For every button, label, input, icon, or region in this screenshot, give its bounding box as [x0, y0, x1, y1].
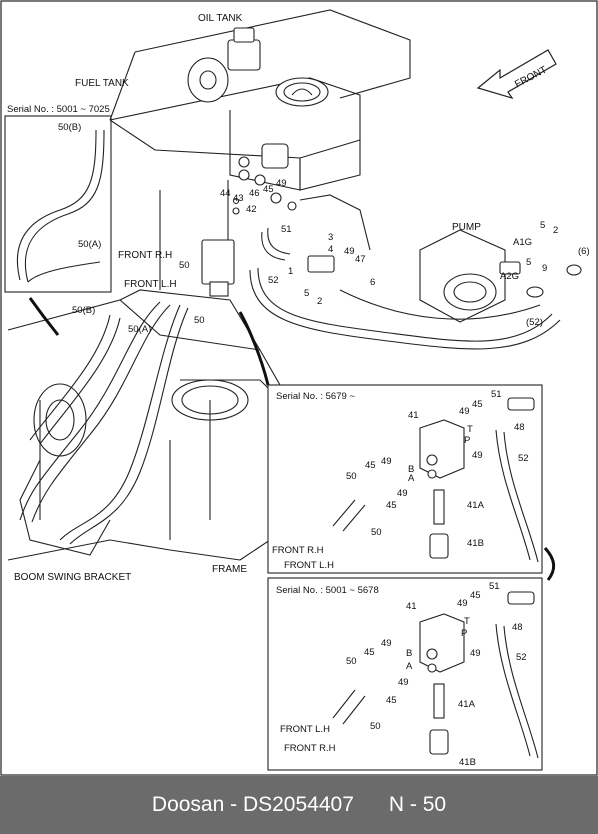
footer-gap — [354, 793, 389, 817]
callout-5-pump: 5 — [540, 220, 545, 231]
callout-2-pump: 2 — [553, 225, 558, 236]
inset-mid-50: 50 — [346, 471, 357, 482]
inset-bottom-48: 48 — [512, 622, 523, 633]
oil-tank-label: OIL TANK — [198, 13, 243, 24]
callout-6: 6 — [370, 277, 375, 288]
inset-mid-50-b: 50 — [371, 527, 382, 538]
callout-51: 51 — [281, 224, 292, 235]
inset-mid-41b: 41B — [467, 538, 484, 549]
callout-49-a: 49 — [276, 178, 287, 189]
callout-50a-inset: 50(A) — [78, 239, 101, 250]
callout-5: 5 — [304, 288, 309, 299]
callout-a1g: A1G — [513, 237, 532, 248]
inset-mid-49-c: 49 — [381, 456, 392, 467]
inset-bottom-50: 50 — [346, 656, 357, 667]
inset-mid-41a: 41A — [467, 500, 485, 511]
main-callouts: 50(B) 50(A) 44 43 42 46 45 49 51 3 4 1 4… — [72, 178, 590, 335]
upper-structure-outline — [7, 9, 411, 561]
inset-bottom-a: A — [406, 661, 413, 672]
callout-50a: 50(A) — [128, 324, 151, 335]
inset-bottom-50-b: 50 — [370, 721, 381, 732]
inset-bottom-front-rh: FRONT R.H — [284, 743, 336, 754]
inset-bottom-52: 52 — [516, 652, 527, 663]
callout-6-pump: (6) — [578, 246, 590, 257]
hoses — [16, 129, 561, 545]
boom-swing-bracket-label: BOOM SWING BRACKET — [14, 572, 131, 583]
inset-serial-5001-5678: Serial No. : 5001 ~ 5678 41 49 45 51 T P… — [267, 577, 543, 771]
inset-bottom-45-b: 45 — [364, 647, 375, 658]
inset-bottom-45: 45 — [470, 590, 481, 601]
inset-top-left-serial: Serial No. : 5001 ~ 7025 — [7, 104, 110, 115]
front-rh-label: FRONT R.H — [118, 250, 172, 261]
callout-49-b: 49 — [344, 246, 355, 257]
hydraulic-piping-diagram: FRONT Serial No. : 5001 ~ 7025 50(B) 50(… — [0, 0, 598, 776]
footer-bar: Doosan - DS2054407 N - 50 — [0, 776, 598, 834]
pointer-arrows — [28, 297, 556, 581]
inset-mid-49: 49 — [459, 406, 470, 417]
callout-1: 1 — [288, 266, 293, 277]
callout-5-pump-b: 5 — [526, 257, 531, 268]
callout-45: 45 — [263, 184, 274, 195]
inset-serial-5001-7025: Serial No. : 5001 ~ 7025 50(B) 50(A) — [4, 104, 112, 293]
callout-50-a: 50 — [179, 260, 190, 271]
front-lh-label: FRONT L.H — [124, 279, 177, 290]
inset-bottom-41b: 41B — [459, 757, 476, 768]
fuel-tank-label: FUEL TANK — [75, 78, 129, 89]
callout-52: 52 — [268, 275, 279, 286]
inset-mid-49-b: 49 — [472, 450, 483, 461]
inset-mid-front-lh: FRONT L.H — [284, 560, 334, 571]
inset-bottom-front-lh: FRONT L.H — [280, 724, 330, 735]
inset-mid-49-d: 49 — [397, 488, 408, 499]
inset-mid-45: 45 — [472, 399, 483, 410]
inset-mid-51: 51 — [491, 389, 502, 400]
callout-46: 46 — [249, 188, 260, 199]
front-arrow-icon: FRONT — [476, 49, 557, 100]
inset-bottom-51: 51 — [489, 581, 500, 592]
pump-label: PUMP — [452, 222, 481, 233]
inset-mid-front-rh: FRONT R.H — [272, 545, 324, 556]
oil-tank-filler — [187, 27, 329, 107]
inset-bottom-49-d: 49 — [398, 677, 409, 688]
callout-52-pump: (52) — [526, 317, 543, 328]
callout-50b: 50(B) — [72, 305, 95, 316]
callout-44: 44 — [220, 188, 231, 199]
callout-2: 2 — [317, 296, 322, 307]
inset-mid-t: T — [467, 424, 473, 435]
callout-50b-inset: 50(B) — [58, 122, 81, 133]
inset-serial-5679: Serial No. : 5679 ~ 41 49 45 51 T P 48 4… — [267, 384, 543, 574]
inset-bottom-41: 41 — [406, 601, 417, 612]
callout-a2g: A2G — [500, 271, 519, 282]
inset-bottom-p: P — [461, 628, 467, 639]
callout-9: 9 — [542, 263, 547, 274]
inset-bottom-49: 49 — [457, 598, 468, 609]
inset-mid-45-c: 45 — [386, 500, 397, 511]
inset-mid-b: B — [408, 464, 414, 475]
inset-bottom-t: T — [464, 616, 470, 627]
callout-3: 3 — [328, 232, 333, 243]
valve-components — [201, 143, 335, 297]
inset-bottom-49-b: 49 — [470, 648, 481, 659]
inset-mid-41: 41 — [408, 410, 419, 421]
inset-mid-48: 48 — [514, 422, 525, 433]
inset-bottom-serial: Serial No. : 5001 ~ 5678 — [276, 585, 379, 596]
inset-mid-45-b: 45 — [365, 460, 376, 471]
footer-brand: Doosan - DS2054407 — [151, 793, 354, 816]
frame-label: FRAME — [212, 564, 247, 575]
callout-50-b: 50 — [194, 315, 205, 326]
inset-mid-p: P — [464, 435, 470, 446]
inset-bottom-b: B — [406, 648, 412, 659]
callout-42: 42 — [246, 204, 257, 215]
inset-mid-a: A — [408, 473, 415, 484]
footer-page: N - 50 — [388, 793, 447, 816]
inset-mid-52: 52 — [518, 453, 529, 464]
callout-47: 47 — [355, 254, 366, 265]
inset-bottom-41a: 41A — [458, 699, 476, 710]
inset-bottom-45-c: 45 — [386, 695, 397, 706]
pump — [419, 229, 582, 323]
callout-4: 4 — [328, 244, 333, 255]
inset-bottom-49-c: 49 — [381, 638, 392, 649]
callout-43: 43 — [233, 193, 244, 204]
inset-mid-serial: Serial No. : 5679 ~ — [276, 391, 355, 402]
